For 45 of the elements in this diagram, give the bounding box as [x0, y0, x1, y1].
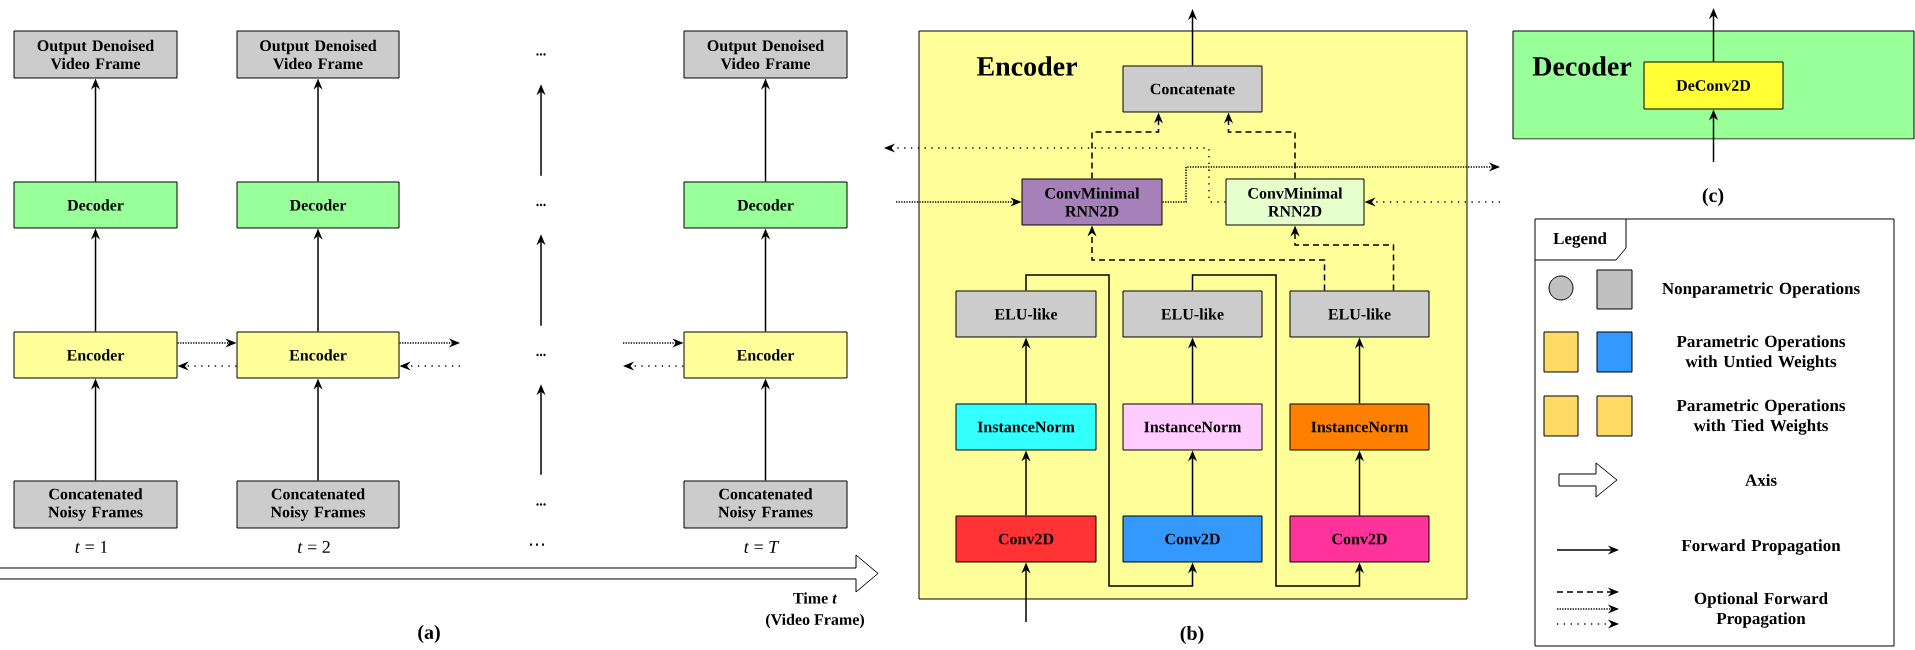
panel-label: (a) [418, 624, 440, 644]
process-box: Encoder [13, 331, 178, 379]
process-box: InstanceNorm [955, 403, 1097, 451]
legend-text: Parametric Operations with Untied Weights [1676, 335, 1846, 371]
panel-label: (b) [1180, 625, 1204, 645]
process-box: Output Denoised Video Frame [683, 30, 848, 79]
legend-text: Forward Propagation [1681, 539, 1841, 555]
axis-title: (Video Frame) [766, 613, 864, 629]
legend-title: Legend [1553, 232, 1607, 248]
panel-label: (c) [1702, 187, 1724, 207]
axis-title: Time t [793, 592, 838, 604]
process-box: ConvMinimal RNN2D [1225, 178, 1365, 226]
process-box: Decoder [236, 181, 400, 229]
legend-text: Optional Forward Propagation [1694, 592, 1828, 628]
process-box: Conv2D [955, 515, 1097, 563]
ellipsis-text: ... [536, 503, 546, 506]
process-box: ELU-like [955, 290, 1097, 338]
legend-text: Nonparametric Operations [1662, 282, 1860, 298]
process-box: Concatenated Noisy Frames [683, 480, 848, 529]
ellipsis-text: ... [536, 203, 546, 207]
process-box: InstanceNorm [1122, 403, 1263, 451]
process-box: Decoder [13, 181, 178, 229]
time-step-label: t = 1 [75, 540, 108, 553]
process-box: ELU-like [1122, 290, 1263, 338]
process-box: Conv2D [1122, 515, 1263, 563]
legend-text: Parametric Operations with Tied Weights [1676, 399, 1846, 435]
ellipsis-text: ... [536, 53, 546, 56]
process-box: ConvMinimal RNN2D [1021, 178, 1163, 226]
process-box: Output Denoised Video Frame [13, 30, 178, 79]
process-box: ELU-like [1289, 290, 1430, 338]
time-step-label: t = 2 [298, 540, 330, 554]
process-box: InstanceNorm [1289, 403, 1430, 451]
process-box: Concatenate [1122, 65, 1263, 113]
process-box: Encoder [683, 331, 848, 379]
process-box: Encoder [236, 331, 400, 379]
process-box: Concatenated Noisy Frames [13, 480, 178, 529]
legend-text: Axis [1745, 474, 1777, 486]
process-box: Concatenated Noisy Frames [236, 480, 400, 529]
process-box: DeConv2D [1643, 61, 1784, 110]
ellipsis-text: ... [536, 353, 546, 357]
time-step-label: ⋯ [530, 543, 544, 546]
time-step-label: t = T [744, 541, 780, 553]
process-box: Conv2D [1289, 515, 1430, 563]
process-box: Decoder [683, 181, 848, 229]
process-box: Output Denoised Video Frame [236, 30, 400, 79]
